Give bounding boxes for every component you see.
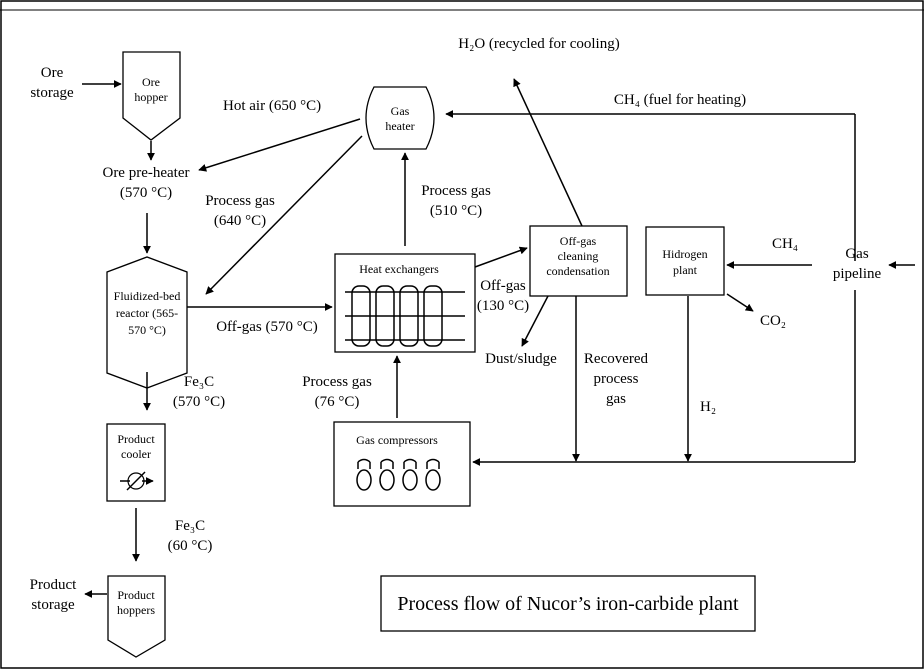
h2-label: H₂ [700, 399, 716, 415]
flow-lines [82, 78, 915, 598]
fluidized-bed-reactor-shape [106, 256, 188, 389]
cooler-valve-icon [120, 471, 154, 491]
process-gas-76-label: Process gas(76 °C) [302, 374, 372, 410]
ch4-feed-label: CH₄ [772, 236, 798, 252]
co2-label: CO₂ [760, 313, 786, 329]
flow-co2 [726, 293, 754, 312]
offgas-cleaning-box [529, 225, 628, 297]
gas-heater-shape [365, 86, 435, 150]
heat-exchanger-tubes-icon [345, 285, 465, 347]
flow-offgas-130 [474, 246, 528, 268]
ch4-fuel-label: CH₄ (fuel for heating) [614, 92, 746, 108]
heat-exchangers-label: Heat exchangers [359, 262, 439, 276]
compressor-icon [356, 458, 441, 491]
ore-preheater-label: Ore pre-heater(570 °C) [102, 165, 189, 201]
fe3c-60-label: Fe₃C(60 °C) [168, 518, 213, 554]
offgas-570-label: Off-gas (570 °C) [216, 319, 318, 335]
gas-compressors-label: Gas compressors [356, 433, 438, 447]
water-recycle-label: H₂O (recycled for cooling) [458, 36, 619, 52]
flow-process-gas-640 [205, 135, 363, 295]
ore-hopper-shape [122, 51, 181, 141]
product-cooler-box [106, 423, 166, 502]
hot-air-label: Hot air (650 °C) [223, 98, 321, 114]
heat-exchangers-box [334, 253, 476, 353]
flow-hot-air [198, 118, 361, 172]
product-hoppers-shape [107, 575, 166, 658]
fe3c-570-label: Fe₃C(570 °C) [173, 374, 225, 410]
hydrogen-plant-box [645, 226, 725, 296]
process-gas-510-label: Process gas(510 °C) [421, 183, 491, 219]
gas-compressors-box [333, 421, 471, 507]
flow-water-recycle [513, 78, 583, 227]
process-gas-640-label: Process gas(640 °C) [205, 193, 275, 229]
diagram-caption: Process flow of Nucor’s iron-carbide pla… [397, 593, 739, 615]
flow-dust-sludge [521, 295, 549, 347]
dust-sludge-label: Dust/sludge [485, 351, 557, 367]
offgas-130-label: Off-gas(130 °C) [477, 278, 529, 314]
caption-box [380, 575, 756, 632]
